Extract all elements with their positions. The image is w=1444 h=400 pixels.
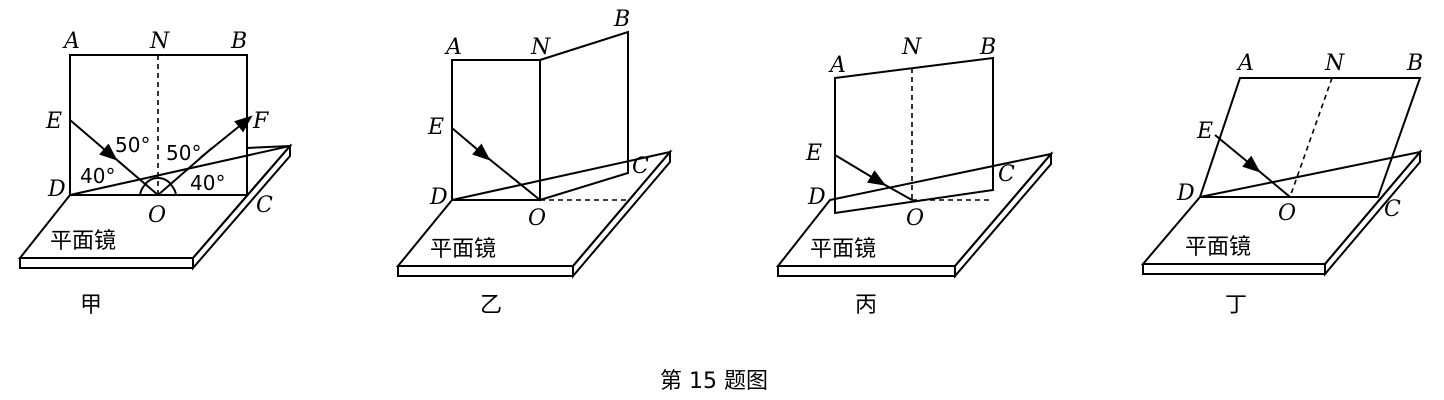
mirror-label: 平面镜 xyxy=(430,237,496,262)
label-f: F xyxy=(252,109,269,134)
label-e: E xyxy=(1196,119,1213,144)
label-c: C xyxy=(998,162,1015,187)
incident-ray xyxy=(109,153,159,196)
plane-mirror xyxy=(17,143,293,271)
label-a: A xyxy=(444,35,462,60)
label-d: D xyxy=(47,177,66,202)
board-right-half-folded xyxy=(539,30,629,202)
label-c: C xyxy=(632,154,649,179)
label-n: N xyxy=(901,35,922,60)
label-e: E xyxy=(45,109,62,134)
angle-reflection-label: 50° xyxy=(166,141,201,165)
panel-yi: A N B E D O C 平面镜 乙 xyxy=(395,7,673,318)
normal-line-on xyxy=(1289,77,1333,198)
panel-ding: A N B E D O C 平面镜 丁 xyxy=(1140,51,1423,318)
panel-name: 丙 xyxy=(855,293,877,318)
label-a: A xyxy=(1236,51,1254,76)
label-o: O xyxy=(1278,201,1296,226)
mirror-label: 平面镜 xyxy=(810,237,876,262)
label-n: N xyxy=(1324,51,1345,76)
label-a: A xyxy=(828,53,846,78)
incident-ray-arrow xyxy=(69,119,118,161)
label-b: B xyxy=(613,7,630,32)
angle-arc-incidence xyxy=(143,176,159,187)
panel-name: 甲 xyxy=(80,293,102,318)
mirror-label: 平面镜 xyxy=(50,229,116,254)
angle-left-label: 40° xyxy=(80,164,115,188)
board-left-half xyxy=(451,59,541,201)
label-o: O xyxy=(906,206,924,231)
incident-ray-arrow xyxy=(451,127,491,161)
angle-incidence-label: 50° xyxy=(115,133,150,157)
angle-arc-left xyxy=(139,185,145,196)
plane-mirror xyxy=(1140,149,1423,277)
mirror-label: 平面镜 xyxy=(1185,235,1251,260)
label-b: B xyxy=(230,29,247,54)
label-c: C xyxy=(1384,197,1401,222)
incident-ray xyxy=(1252,165,1291,198)
label-n: N xyxy=(530,35,551,60)
label-b: B xyxy=(979,35,996,60)
label-o: O xyxy=(528,206,546,231)
angle-arc-right xyxy=(171,185,177,196)
label-e: E xyxy=(805,141,822,166)
label-n: N xyxy=(149,29,170,54)
panel-jia: A N B E F D O C 50° 50° 40° 40° 平面镜 甲 xyxy=(17,29,293,318)
angle-arc-reflection xyxy=(157,176,173,187)
reflected-ray-arrow xyxy=(199,115,253,159)
board-back-edge xyxy=(246,145,291,149)
angle-right-label: 40° xyxy=(190,171,225,195)
plane-mirror xyxy=(775,151,1054,279)
board-tilted-back xyxy=(1198,77,1422,198)
incident-ray xyxy=(482,153,541,201)
label-e: E xyxy=(427,115,444,140)
board-tilted xyxy=(834,56,994,215)
panel-bing: A N B E D O C 平面镜 丙 xyxy=(775,35,1054,318)
plane-mirror xyxy=(395,149,673,279)
label-b: B xyxy=(1406,51,1423,76)
label-c: C xyxy=(256,193,273,218)
panel-name: 乙 xyxy=(480,293,502,318)
figure-caption: 第 15 题图 xyxy=(660,369,768,394)
label-d: D xyxy=(429,185,448,210)
incident-ray-arrow xyxy=(834,154,887,186)
label-d: D xyxy=(1176,181,1195,206)
incident-ray xyxy=(877,180,913,201)
panel-name: 丁 xyxy=(1225,293,1247,318)
label-o: O xyxy=(148,203,166,228)
incident-ray-arrow xyxy=(1214,134,1261,173)
label-d: D xyxy=(807,185,826,210)
label-a: A xyxy=(62,29,80,54)
